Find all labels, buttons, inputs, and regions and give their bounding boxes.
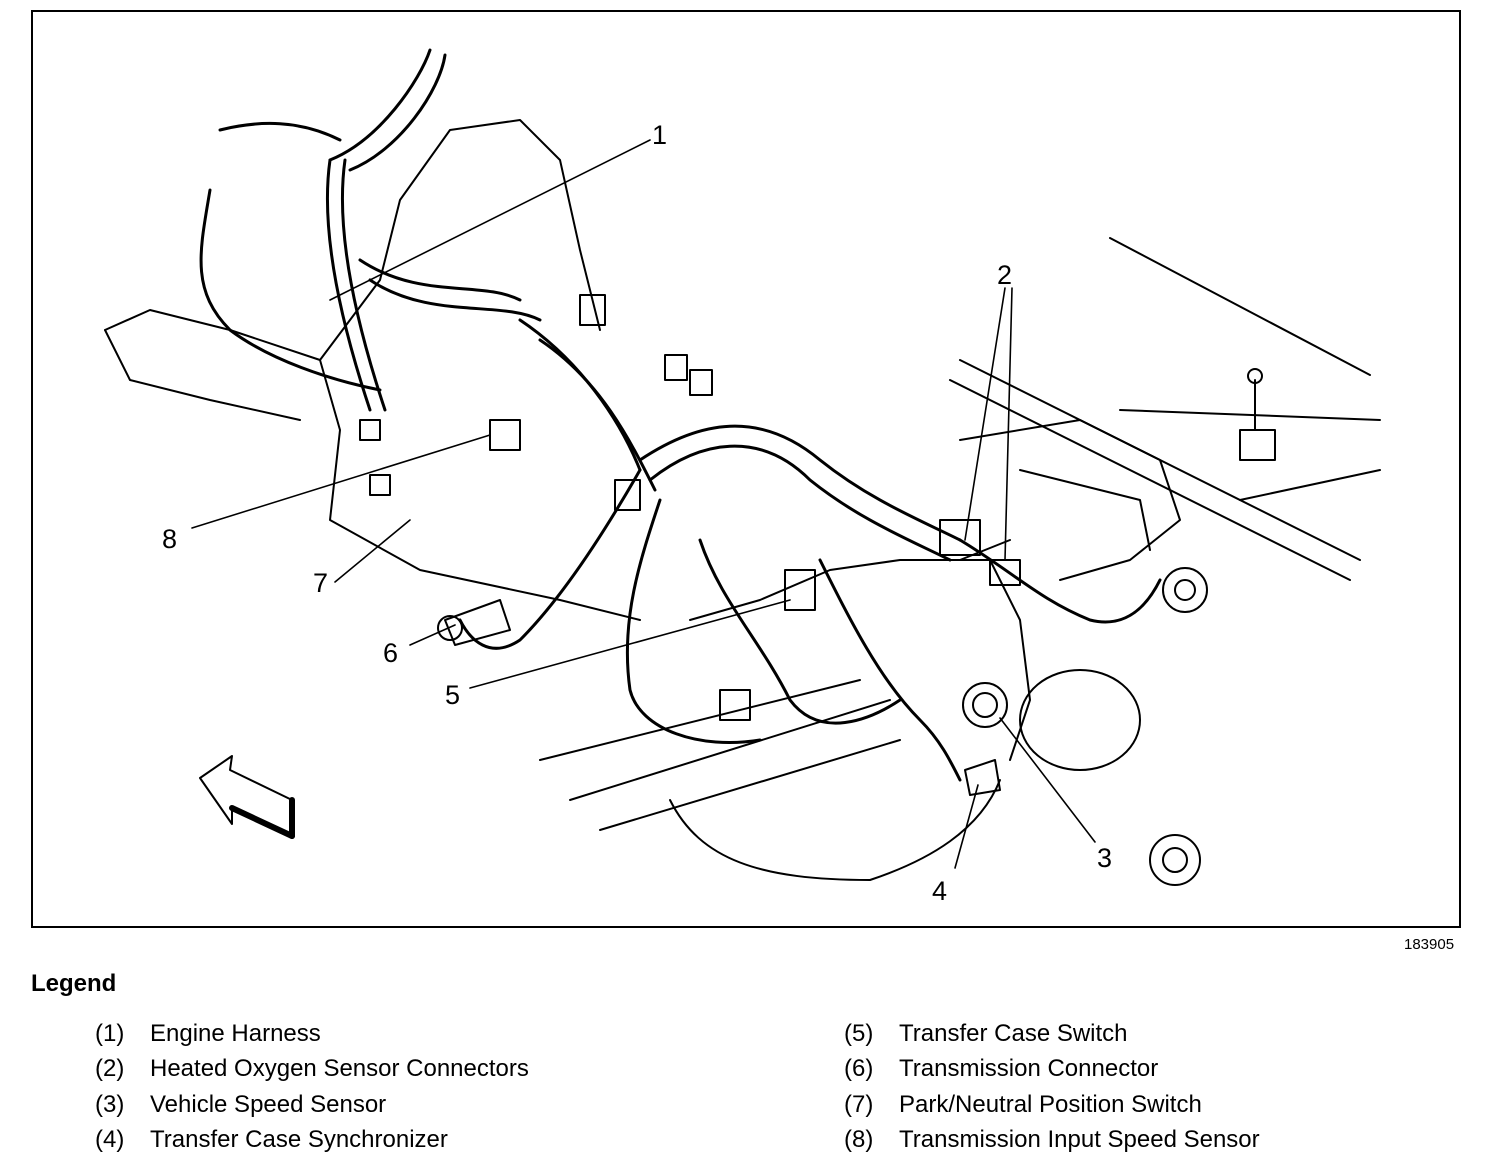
legend-item-number: (5) (844, 1020, 874, 1047)
callout-5: 5 (445, 680, 461, 710)
callout-1: 1 (652, 120, 668, 150)
legend-item-label: Vehicle Speed Sensor (150, 1091, 387, 1118)
legend-item-label: Park/Neutral Position Switch (899, 1091, 1202, 1118)
engine-harness-wires (199, 48, 1162, 782)
legend-item-number: (2) (95, 1055, 125, 1082)
transmission-housing (104, 119, 1181, 881)
legend-item-number: (1) (95, 1020, 125, 1047)
callout-7: 7 (313, 568, 329, 598)
callout-4: 4 (932, 876, 948, 906)
legend-item-number: (8) (844, 1126, 874, 1153)
leader-lines (191, 139, 1096, 869)
legend-item-label: Transfer Case Synchronizer (150, 1126, 448, 1153)
legend-title: Legend (31, 970, 117, 997)
harness-connectors (359, 294, 1276, 886)
legend-item-number: (3) (95, 1091, 125, 1118)
diagram-frame (31, 10, 1461, 928)
legend-item-number: (7) (844, 1091, 874, 1118)
frame-rails (539, 237, 1381, 831)
figure-id: 183905 (1404, 936, 1455, 953)
legend-item-number: (4) (95, 1126, 125, 1153)
callout-2: 2 (997, 260, 1013, 290)
legend-item-label: Heated Oxygen Sensor Connectors (150, 1055, 529, 1082)
direction-arrow (199, 755, 295, 839)
legend-item-number: (6) (844, 1055, 874, 1082)
legend-item-label: Transmission Input Speed Sensor (899, 1126, 1260, 1153)
wiring-illustration (104, 48, 1381, 886)
callout-6: 6 (383, 638, 399, 668)
legend-item-label: Engine Harness (150, 1020, 321, 1047)
callout-3: 3 (1097, 843, 1113, 873)
callout-8: 8 (162, 524, 178, 554)
legend-item-label: Transmission Connector (899, 1055, 1159, 1082)
legend-item-label: Transfer Case Switch (899, 1020, 1128, 1047)
